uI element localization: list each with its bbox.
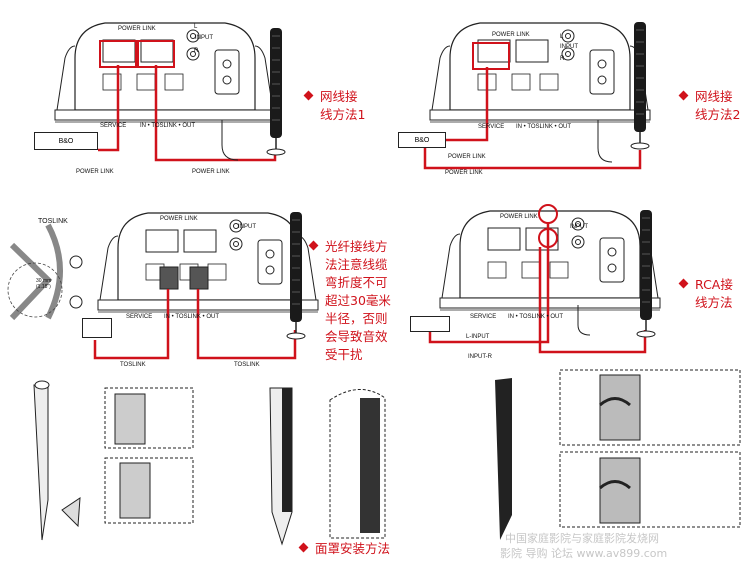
toslink-cable-label: TOSLINK <box>234 362 260 368</box>
source-device <box>410 316 450 332</box>
bo-device-label: B&O <box>414 136 430 144</box>
caption-rca: RCA接 线方法 <box>678 276 733 312</box>
toslink-title: TOSLINK <box>38 218 68 225</box>
bo-device-label: B&O <box>58 137 74 145</box>
panel-method-2 <box>423 21 651 170</box>
toslink-cable <box>93 289 170 360</box>
input-label: INPUT <box>195 35 213 41</box>
sad-face-icon <box>69 255 83 269</box>
diamond-bullet-icon <box>678 278 689 289</box>
toslink-port-label: IN • TOSLINK • OUT <box>516 124 571 130</box>
power-link-cable-label: POWER LINK <box>448 154 486 160</box>
input-label: INPUT <box>238 224 256 230</box>
r-label: R <box>560 56 565 62</box>
smooth-bend-cable <box>45 223 63 320</box>
input-label: INPUT <box>570 224 588 230</box>
watermark-line-1: 中国家庭影院与家庭影院发烧网 <box>505 532 659 545</box>
input-label: INPUT <box>560 44 578 50</box>
l-input-label: L-INPUT <box>466 334 490 340</box>
power-link-label: POWER LINK <box>500 214 538 220</box>
toslink-cable-label: TOSLINK <box>120 362 146 368</box>
caption-method-2: 网线接 线方法2 <box>678 88 740 124</box>
diamond-bullet-icon <box>303 90 314 101</box>
toslink-cable <box>196 289 297 360</box>
bend-radius-label: 30 mm (1.18") <box>36 278 52 290</box>
rca-cable-l <box>428 223 550 344</box>
service-label: SERVICE <box>470 314 497 320</box>
input-r-label: INPUT-R <box>468 354 492 360</box>
toslink-port-label: IN • TOSLINK • OUT <box>508 314 563 320</box>
panel-method-1 <box>54 22 286 162</box>
power-link-cable <box>445 67 489 142</box>
power-link-cable <box>423 148 642 170</box>
bo-device: B&O <box>34 132 98 150</box>
caption-cover: 面罩安装方法 <box>298 540 390 558</box>
happy-face-icon <box>69 295 83 309</box>
l-label: L <box>560 34 564 40</box>
r-label: R <box>194 48 199 54</box>
power-link-label: POWER LINK <box>492 32 530 38</box>
power-link-cable-label: POWER LINK <box>76 169 114 175</box>
service-label: SERVICE <box>100 123 127 129</box>
power-link-label: POWER LINK <box>160 216 198 222</box>
panel-rca <box>428 204 661 354</box>
watermark-line-2: 影院 导购 论坛 www.av899.com <box>500 547 668 560</box>
diamond-bullet-icon <box>298 542 309 553</box>
power-link-cable-label: POWER LINK <box>192 169 230 175</box>
caption-optical: 光纤接线方 法注意线缆 弯折度不可 超过30毫米 半径，否则 会导致音效 受干扰 <box>308 238 391 364</box>
rca-cable-r <box>538 247 647 354</box>
power-link-cable <box>98 65 120 152</box>
diamond-bullet-icon <box>308 240 319 251</box>
power-link-cable-label: POWER LINK <box>445 170 483 176</box>
cover-illustrations <box>33 369 741 546</box>
diamond-bullet-icon <box>678 90 689 101</box>
toslink-port-label: IN • TOSLINK • OUT <box>164 314 219 320</box>
power-link-label: POWER LINK <box>118 26 156 32</box>
toslink-port-label: IN • TOSLINK • OUT <box>140 123 195 129</box>
service-label: SERVICE <box>478 124 505 130</box>
panel-optical <box>7 211 319 360</box>
bo-device: B&O <box>398 132 446 148</box>
service-label: SERVICE <box>126 314 153 320</box>
l-label: L <box>194 24 198 30</box>
sharp-bend-cable <box>9 242 53 321</box>
source-device <box>82 318 112 338</box>
caption-method-1: 网线接 线方法1 <box>303 88 365 124</box>
